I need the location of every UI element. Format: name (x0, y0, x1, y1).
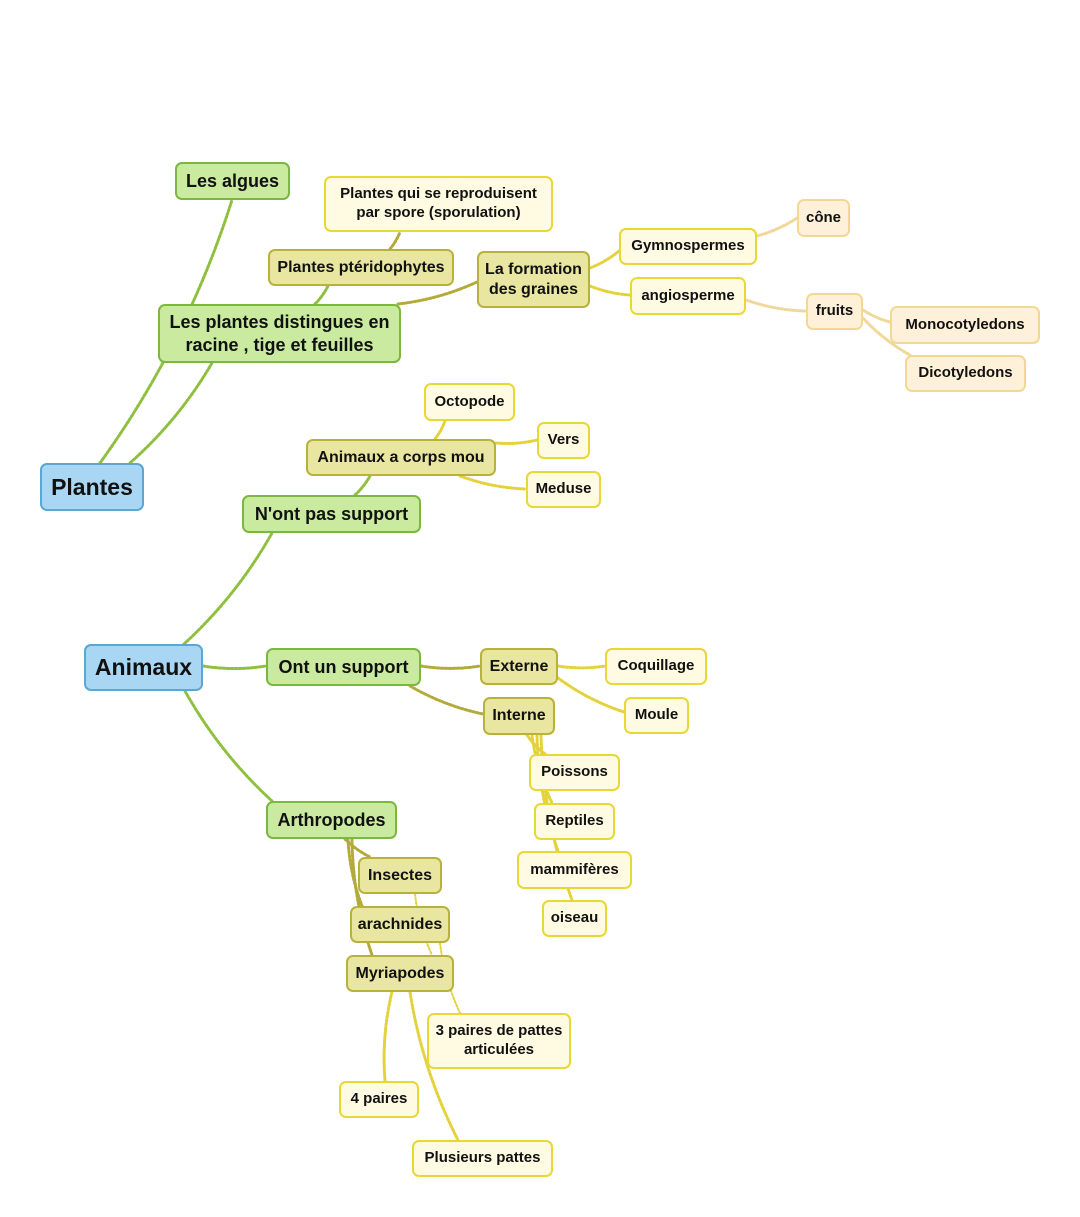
node-dicotyledons[interactable]: Dicotyledons (905, 355, 1026, 392)
node-plusieurs-pattes[interactable]: Plusieurs pattes (412, 1140, 553, 1177)
node-interne[interactable]: Interne (483, 697, 555, 735)
node-poissons[interactable]: Poissons (529, 754, 620, 791)
node-plantes-spore[interactable]: Plantes qui se reproduisent par spore (s… (324, 176, 553, 232)
node-gymnospermes[interactable]: Gymnospermes (619, 228, 757, 265)
node-coquillage[interactable]: Coquillage (605, 648, 707, 685)
node-arthropodes[interactable]: Arthropodes (266, 801, 397, 839)
connector-line (588, 249, 621, 270)
node-animaux[interactable]: Animaux (84, 644, 203, 691)
connector-line (755, 216, 799, 238)
connector-line (408, 684, 485, 716)
node-myriapodes[interactable]: Myriapodes (346, 955, 454, 992)
connector-line (353, 474, 372, 497)
node-les-algues[interactable]: Les algues (175, 162, 290, 200)
node-oiseau[interactable]: oiseau (542, 900, 607, 937)
node-plantes-pteridophytes[interactable]: Plantes ptéridophytes (268, 249, 454, 286)
connector-line (861, 316, 912, 357)
node-trois-paires[interactable]: 3 paires de pattes articulées (427, 1013, 571, 1069)
connector-line (382, 990, 394, 1083)
connector-line (556, 676, 626, 714)
node-insectes[interactable]: Insectes (358, 857, 442, 894)
connector-line (861, 308, 892, 324)
node-vers[interactable]: Vers (537, 422, 590, 459)
connector-line (396, 280, 479, 306)
connector-line (458, 474, 528, 491)
node-angiosperme[interactable]: angiosperme (630, 277, 746, 315)
connector-line (388, 230, 402, 251)
connector-line (182, 531, 274, 646)
connector-line (494, 438, 539, 445)
connector-line (346, 837, 364, 908)
node-plantes[interactable]: Plantes (40, 463, 144, 511)
connector-line (525, 733, 547, 756)
node-arachnides[interactable]: arachnides (350, 906, 450, 943)
connector-line (588, 284, 632, 297)
node-nont-pas-support[interactable]: N'ont pas support (242, 495, 421, 533)
node-mammiferes[interactable]: mammifères (517, 851, 632, 889)
connector-line (556, 664, 607, 670)
node-quatre-paires[interactable]: 4 paires (339, 1081, 419, 1118)
connector-line (183, 689, 274, 803)
node-meduse[interactable]: Meduse (526, 471, 601, 508)
node-cone[interactable]: cône (797, 199, 850, 237)
node-animaux-corps-mou[interactable]: Animaux a corps mou (306, 439, 496, 476)
connector-line (419, 664, 482, 670)
node-octopode[interactable]: Octopode (424, 383, 515, 421)
node-ont-un-support[interactable]: Ont un support (266, 648, 421, 686)
connector-line (433, 419, 447, 441)
connector-line (313, 284, 330, 306)
connector-line (128, 361, 214, 465)
node-reptiles[interactable]: Reptiles (534, 803, 615, 840)
node-externe[interactable]: Externe (480, 648, 558, 685)
connector-line (744, 298, 808, 313)
connector-line (408, 990, 460, 1142)
connector-line (201, 664, 268, 671)
node-fruits[interactable]: fruits (806, 293, 863, 330)
node-monocotyledons[interactable]: Monocotyledons (890, 306, 1040, 344)
node-moule[interactable]: Moule (624, 697, 689, 734)
node-formation-graines[interactable]: La formation des graines (477, 251, 590, 308)
node-plantes-distingues[interactable]: Les plantes distingues en racine , tige … (158, 304, 401, 363)
